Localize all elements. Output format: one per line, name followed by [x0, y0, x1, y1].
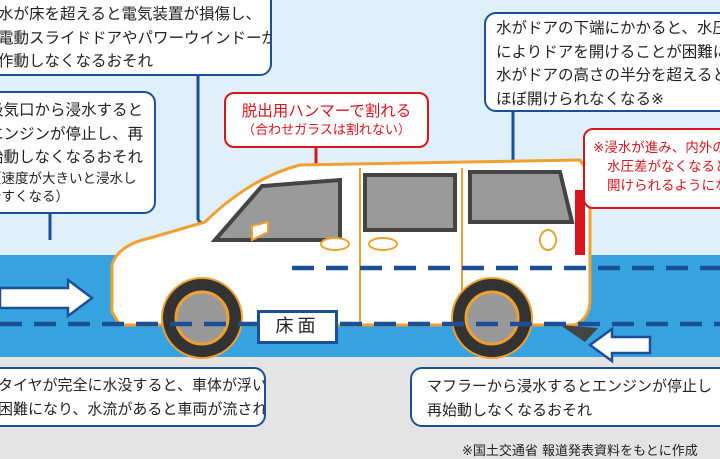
callout-text: 吸気口から浸水すると [0, 101, 144, 119]
callout-text: マフラーから浸水するとエンジンが停止し [427, 377, 713, 395]
callout-text: 始動しなくなるおそれ [0, 148, 144, 166]
callout-text: 作動しなくなるおそれ [0, 52, 154, 70]
callout-tire: タイヤが完全に水没すると、車体が浮いて移動が 困難になり、水流があると車両が流さ… [0, 367, 266, 427]
callout-intake: 吸気口から浸水すると エンジンが停止し、再 始動しなくなるおそれ （速度が大きい… [0, 91, 156, 214]
source-note: ※国土交通省 報道発表資料をもとに作成 [462, 444, 698, 459]
callout-text: 電動スライドドアやパワーウインドーが [0, 28, 272, 47]
callout-title: 脱出用ハンマーで割れる [241, 102, 412, 120]
callout-door-note: ※浸水が進み、内外の 水圧差がなくなると 開けられるようにな [583, 128, 720, 209]
callout-text: エンジンが停止し、再 [0, 124, 144, 143]
muffler [560, 325, 598, 342]
mirror [251, 220, 269, 242]
car-window-rear [468, 170, 575, 224]
callout-text: ほぼ開けられなくなる※ [496, 89, 664, 108]
callout-text: 水がドアの高さの半分を超えると [496, 66, 720, 84]
callout-hammer: 脱出用ハンマーで割れる （合わせガラスは割れない） [224, 92, 429, 148]
callout-text: タイヤが完全に水没すると、車体が浮いて移動が [0, 376, 266, 394]
callout-note: （速度が大きいと浸水し [0, 170, 137, 187]
callout-text: 開けられるようにな [607, 178, 720, 194]
tail-light [575, 190, 585, 255]
callout-text: によりドアを開けることが困難に [496, 42, 720, 61]
callout-text: 再始動しなくなるおそれ [427, 401, 593, 419]
muffler-inflow-arrow-icon [587, 326, 652, 364]
car-window-middle [363, 173, 457, 232]
callout-text: 水が床を超えると電気装置が損傷し、 [0, 5, 262, 23]
water-inflow-arrow-icon [0, 277, 95, 319]
door-handle [320, 237, 350, 251]
fuel-cap [539, 229, 557, 251]
callout-note: （合わせガラスは割れない） [242, 123, 411, 138]
callout-text: 困難になり、水流があると車両が流されるおそれ [0, 400, 266, 418]
floor-label: 床面 [257, 310, 338, 344]
callout-text: 水がドアの下端にかかると、水圧 [496, 19, 720, 37]
callout-muffler: マフラーから浸水するとエンジンが停止し 再始動しなくなるおそれ [410, 367, 720, 427]
callout-text: ※浸水が進み、内外の [593, 140, 720, 156]
car-window-front [210, 177, 342, 242]
callout-electrical: 水が床を超えると電気装置が損傷し、 電動スライドドアやパワーウインドーが 作動し… [0, 0, 272, 76]
door-handle [368, 237, 398, 251]
callout-text: 水圧差がなくなると [607, 159, 720, 175]
callout-door: 水がドアの下端にかかると、水圧 によりドアを開けることが困難に 水がドアの高さの… [484, 12, 720, 112]
callout-note: やすくなる） [0, 188, 69, 205]
